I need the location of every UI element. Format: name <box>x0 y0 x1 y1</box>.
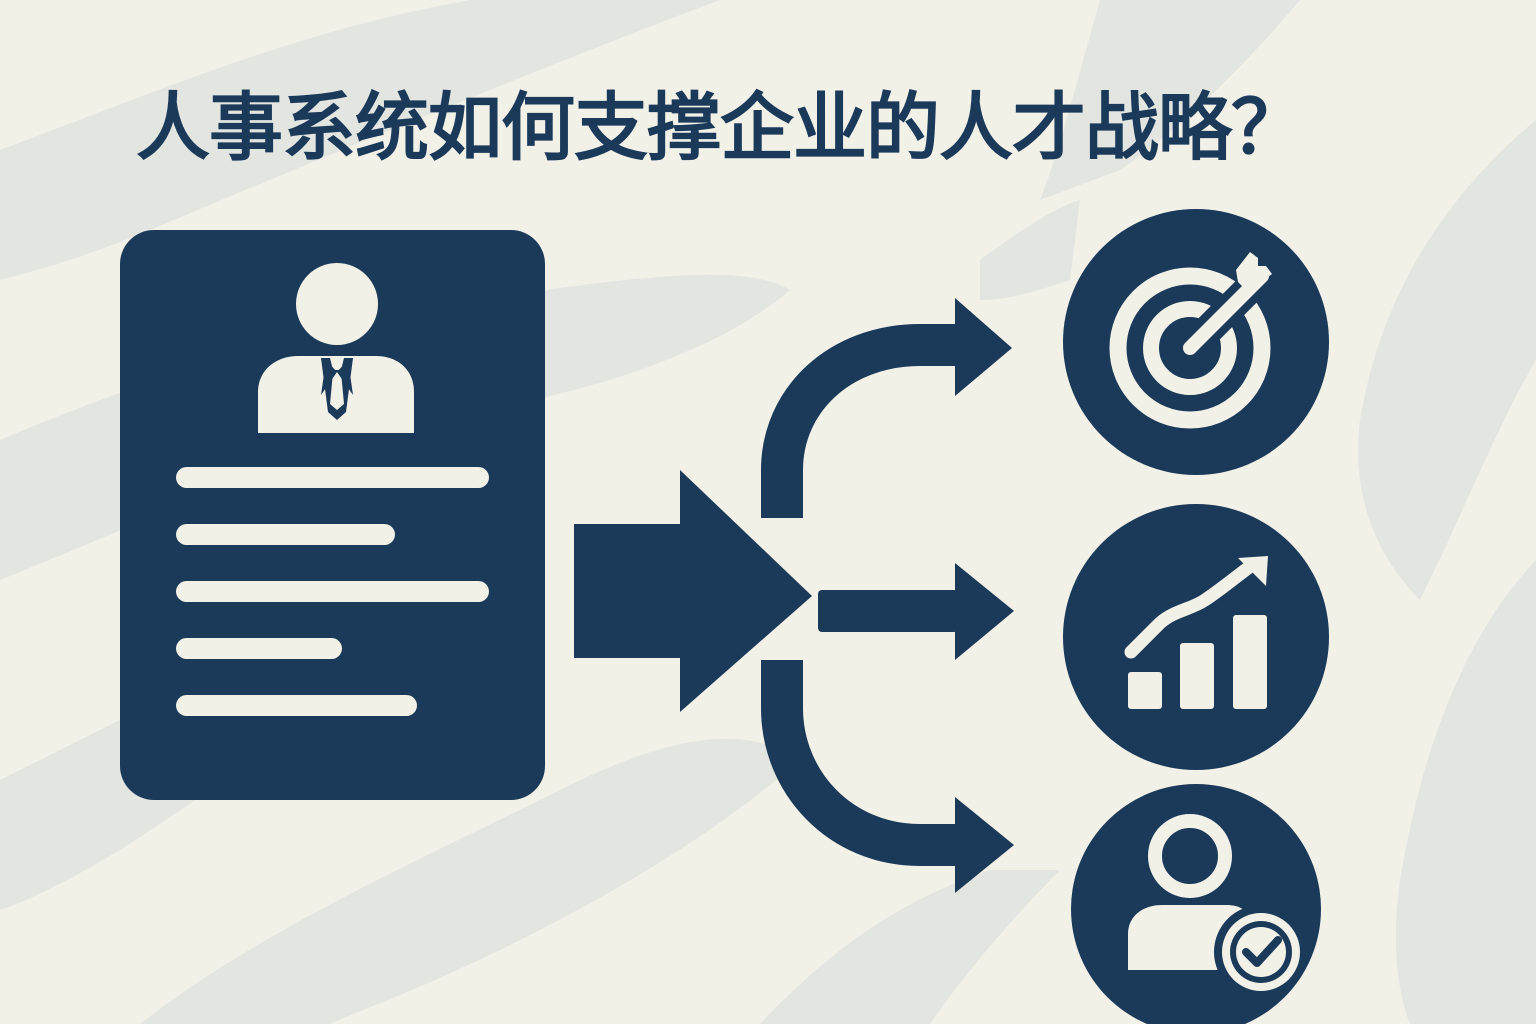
person-check-icon <box>1128 814 1308 999</box>
target-with-arrow-icon <box>1109 252 1275 429</box>
profile-text-line <box>176 638 342 659</box>
profile-text-line <box>176 581 489 602</box>
wave-shape <box>1358 120 1536 600</box>
arrowhead-middle <box>955 563 1014 660</box>
arrowhead-bottom <box>955 797 1014 893</box>
target-strategy-node <box>1063 209 1329 475</box>
wave-shape <box>140 738 800 1024</box>
wave-shape <box>760 870 1060 1024</box>
straight-arrow-middle <box>818 590 958 632</box>
curved-arrow-bottom <box>761 660 955 866</box>
wave-shape <box>1395 560 1536 1024</box>
talent-verified-node <box>1071 784 1321 1024</box>
profile-text-line <box>176 695 417 716</box>
main-flow-arrow <box>574 470 812 712</box>
arrowhead-top <box>955 298 1012 396</box>
split-arrows <box>761 298 1014 893</box>
wave-shape <box>0 0 720 280</box>
profile-text-line <box>176 467 489 488</box>
wave-shape <box>980 200 1080 300</box>
bar-chart-trend-up-icon <box>1124 556 1268 709</box>
employee-profile-card <box>120 230 545 800</box>
page-title: 人事系统如何支撑企业的人才战略？ <box>136 85 1305 171</box>
profile-text-line <box>176 524 395 545</box>
person-with-tie-icon <box>258 263 414 433</box>
curved-arrow-top <box>761 324 955 518</box>
wave-shape <box>1040 0 1300 200</box>
growth-performance-node <box>1063 504 1329 770</box>
